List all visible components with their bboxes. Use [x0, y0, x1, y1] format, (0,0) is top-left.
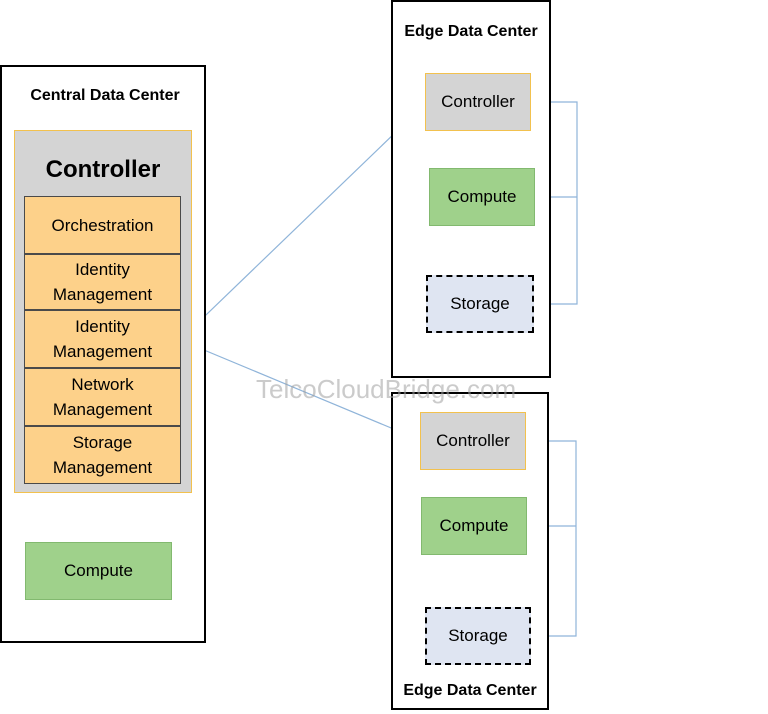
- top-edge-link: [531, 101, 578, 305]
- link-to-bottom-edge: [179, 339, 421, 441]
- central-title: Central Data Center: [30, 87, 180, 104]
- module-identity-management-2: Identity Management: [24, 310, 181, 368]
- edge-top-storage: Storage: [426, 275, 534, 333]
- edge-bottom-storage: Storage: [425, 607, 531, 665]
- module-orchestration: Orchestration: [24, 196, 181, 254]
- edge-top-compute: Compute: [429, 168, 535, 226]
- edge-top-controller: Controller: [425, 73, 531, 131]
- module-storage-management: Storage Management: [24, 426, 181, 484]
- module-network-management: Network Management: [24, 368, 181, 426]
- bottom-edge-link-right: [526, 440, 577, 637]
- watermark: TelcoCloudBridge.com: [256, 374, 517, 404]
- edge-bottom-controller: Controller: [420, 412, 526, 470]
- central-compute: Compute: [25, 542, 172, 600]
- edge-top-title: Edge Data Center: [404, 23, 538, 40]
- central-controller-title: Controller: [45, 156, 161, 183]
- edge-bottom-compute: Compute: [421, 497, 527, 555]
- link-to-top-edge: [179, 103, 426, 341]
- edge-bottom-title: Edge Data Center: [403, 682, 537, 699]
- module-identity-management: Identity Management: [24, 254, 181, 310]
